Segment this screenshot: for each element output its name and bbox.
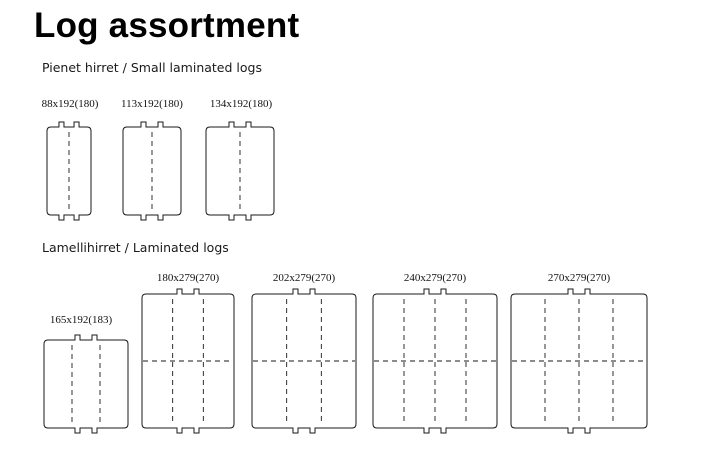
laminated-log-profile-4-outline: [372, 288, 498, 434]
laminated-log-profile-1-outline: [43, 334, 129, 434]
log-label-113x192: 113x192(180): [121, 98, 183, 110]
laminated-log-profile-3-outline: [251, 288, 357, 434]
log-label-180x279: 180x279(270): [156, 272, 220, 284]
log-label-270x279: 270x279(270): [547, 272, 611, 284]
small-log-profile-1: [46, 121, 92, 221]
section-heading-laminated-logs: Lamellihirret / Laminated logs: [42, 240, 229, 255]
laminated-log-profile-1: [43, 334, 129, 434]
laminated-log-profile-5: [510, 288, 648, 434]
log-label-202x279: 202x279(270): [272, 272, 336, 284]
laminated-log-profile-4: [372, 288, 498, 434]
page-title: Log assortment: [34, 6, 300, 45]
log-label-88x192: 88x192(180): [41, 98, 99, 110]
laminated-log-profile-3: [251, 288, 357, 434]
small-log-profile-2-outline: [122, 121, 182, 221]
small-log-profile-2: [122, 121, 182, 221]
laminated-log-profile-5-outline: [510, 288, 648, 434]
log-label-165x192: 165x192(183): [49, 314, 113, 326]
small-log-profile-1-outline: [46, 121, 92, 221]
small-log-profile-3: [205, 121, 275, 221]
log-label-240x279: 240x279(270): [403, 272, 467, 284]
laminated-log-profile-2-outline: [141, 288, 235, 434]
laminated-log-profile-2: [141, 288, 235, 434]
small-log-profile-3-outline: [205, 121, 275, 221]
section-heading-small-logs: Pienet hirret / Small laminated logs: [42, 60, 262, 75]
log-label-134x192: 134x192(180): [209, 98, 273, 110]
